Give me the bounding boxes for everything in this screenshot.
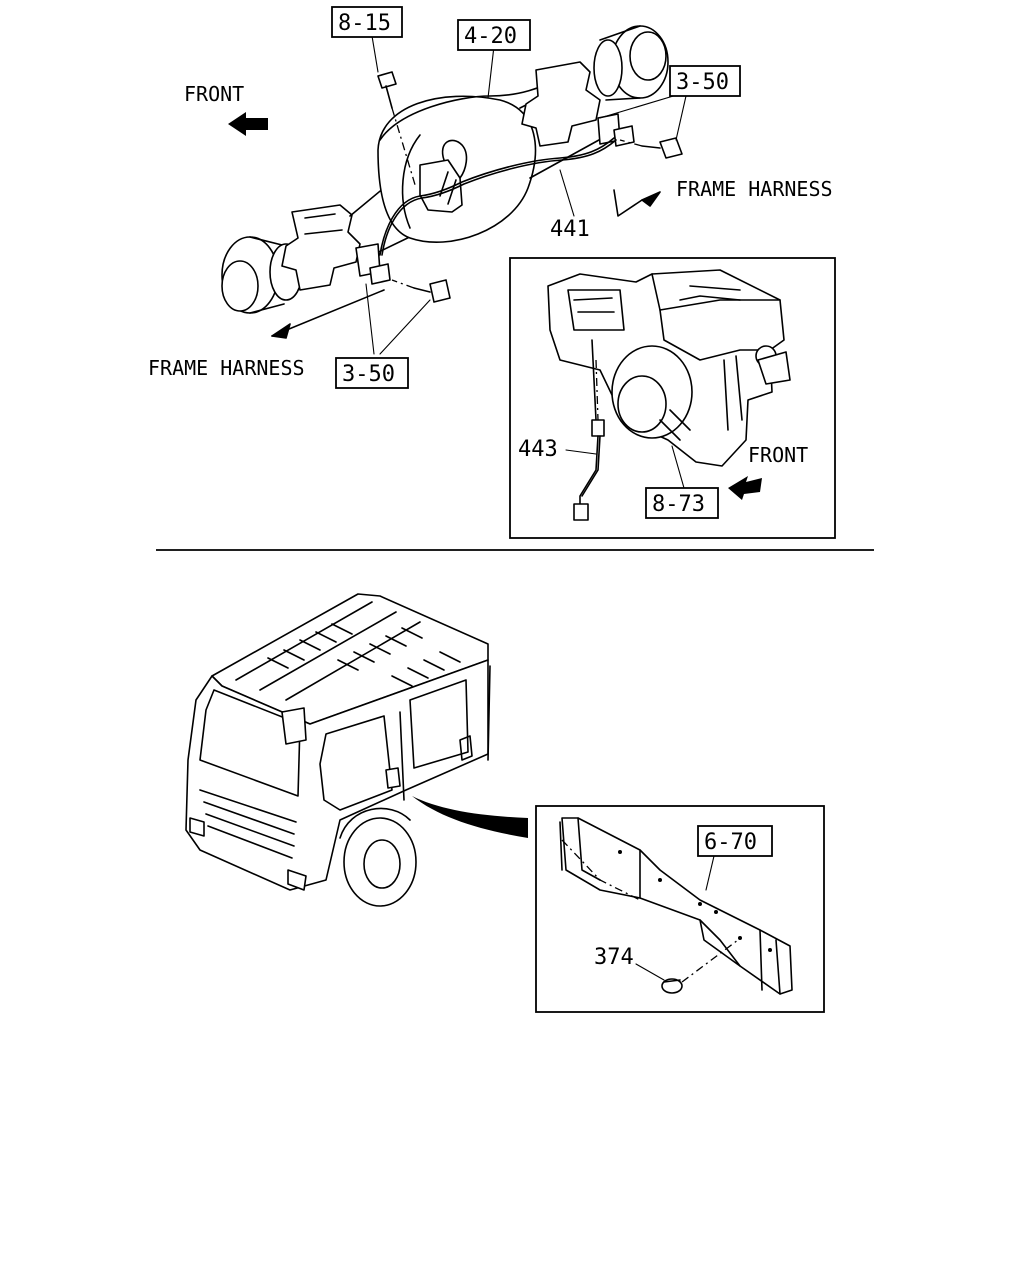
svg-text:3-50: 3-50 (342, 362, 395, 387)
callout-3-50-bottom[interactable]: 3-50 (335, 357, 409, 389)
callout-8-15[interactable]: 8-15 (331, 6, 403, 38)
front-label-top: FRONT (184, 82, 244, 106)
svg-text:6-70: 6-70 (704, 830, 757, 855)
frame-harness-label-right: FRAME HARNESS (676, 177, 833, 201)
heater-unit-inset (509, 257, 836, 539)
svg-text:4-20: 4-20 (464, 24, 517, 49)
detail-pointer (412, 796, 528, 838)
part-number-443: 443 (518, 437, 558, 462)
svg-text:3-50: 3-50 (676, 70, 729, 95)
svg-text:8-15: 8-15 (338, 11, 391, 36)
truck-cab (185, 593, 491, 907)
callout-6-70[interactable]: 6-70 (697, 825, 773, 857)
svg-text:8-73: 8-73 (652, 492, 705, 517)
rear-axle-assembly (221, 25, 687, 355)
callout-3-50-top[interactable]: 3-50 (669, 65, 741, 97)
callout-4-20[interactable]: 4-20 (457, 19, 531, 51)
frame-harness-label-left: FRAME HARNESS (148, 356, 305, 380)
callout-8-73[interactable]: 8-73 (645, 487, 719, 519)
part-number-374: 374 (594, 945, 634, 970)
front-label-inset: FRONT (748, 443, 808, 467)
frame-rail-inset (535, 805, 825, 1013)
part-number-441: 441 (550, 217, 590, 242)
